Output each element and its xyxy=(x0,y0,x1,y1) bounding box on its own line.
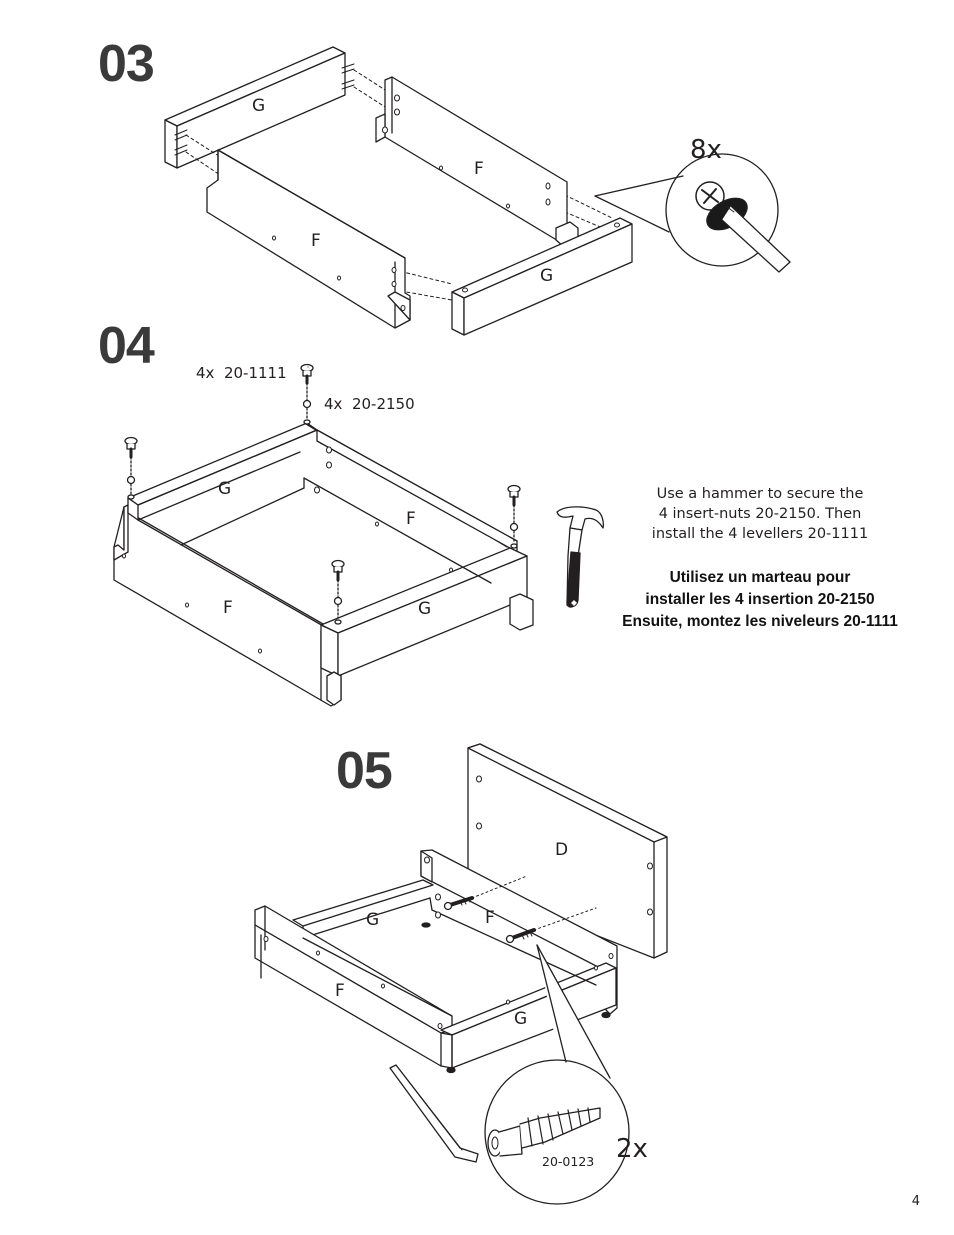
step-03-dowels-left xyxy=(175,64,354,155)
note-fr-line: Utilisez un marteau pour xyxy=(669,569,851,586)
step-05-multiplier: 2x xyxy=(616,1134,648,1164)
note-en-line: install the 4 levellers 20-1111 xyxy=(651,526,869,542)
step-05-drawer-box xyxy=(255,850,617,1073)
step-04-panel-label-f-front: F xyxy=(223,598,233,618)
step-04-hardware-1: 4x 20-1111 xyxy=(196,366,287,381)
step-03-panel-f-front xyxy=(207,150,410,328)
step-03-panel-label-f-right: F xyxy=(474,159,484,179)
step-04-levellers xyxy=(125,365,520,625)
step-03-multiplier: 8x xyxy=(690,135,722,165)
step-04-hardware-1-qty: 4x xyxy=(196,364,215,382)
step-04-hardware-2-code: 20-2150 xyxy=(351,395,415,413)
step-05-callout xyxy=(485,945,629,1204)
step-04-number: 04 xyxy=(98,317,155,375)
step-05-screws xyxy=(445,876,597,943)
step-03-panel-label-g-front: G xyxy=(540,266,554,286)
step-04-hardware-2-qty: 4x xyxy=(324,395,343,413)
step-04-frame xyxy=(114,423,533,706)
page-number: 4 xyxy=(911,1194,920,1209)
step-03-panel-f-right xyxy=(376,77,578,246)
step-04-panel-label-g-front: G xyxy=(418,599,432,619)
step-04-hardware-2: 4x 20-2150 xyxy=(324,397,415,412)
step-04-panel-label-f-back: F xyxy=(406,509,416,529)
step-03-drawing xyxy=(165,47,790,335)
step-04-holes xyxy=(123,447,453,653)
step-04-note-english: Use a hammer to secure the 4 insert-nuts… xyxy=(590,484,930,544)
step-03-panel-label-f-front: F xyxy=(311,231,321,251)
step-04-hardware-1-code: 20-1111 xyxy=(223,364,287,382)
step-05-panel-label-f-right: F xyxy=(485,908,495,928)
step-05-callout-part-code: 20-0123 xyxy=(542,1154,595,1169)
note-fr-line: installer les 4 insertion 20-2150 xyxy=(645,591,875,608)
step-03-panel-g-back xyxy=(165,47,345,168)
step-04-panel-label-g-back: G xyxy=(218,479,232,499)
step-03-holes xyxy=(273,95,620,311)
note-en-line: 4 insert-nuts 20-2150. Then xyxy=(658,506,862,522)
step-03-panel-g-front xyxy=(452,218,632,335)
step-04-note-french: Utilisez un marteau pour installer les 4… xyxy=(590,567,930,633)
step-05-holes xyxy=(264,776,653,1029)
step-03-callout xyxy=(595,154,790,272)
allen-key-icon xyxy=(390,1065,478,1162)
note-fr-line: Ensuite, montez les niveleurs 20-1111 xyxy=(622,613,898,630)
step-04-drawing xyxy=(114,365,603,707)
step-03-panel-label-g-back: G xyxy=(252,96,266,116)
step-05-panel-label-f-front: F xyxy=(335,981,345,1001)
step-05-panel-label-g-back: G xyxy=(366,910,380,930)
step-05-number: 05 xyxy=(336,742,393,800)
step-05-panel-label-d: D xyxy=(555,840,569,860)
step-05-panel-label-g-front: G xyxy=(514,1009,528,1029)
note-en-line: Use a hammer to secure the xyxy=(656,486,864,502)
step-03-number: 03 xyxy=(98,35,155,93)
hammer-icon xyxy=(557,507,603,607)
step-05-drawing xyxy=(255,744,667,1204)
